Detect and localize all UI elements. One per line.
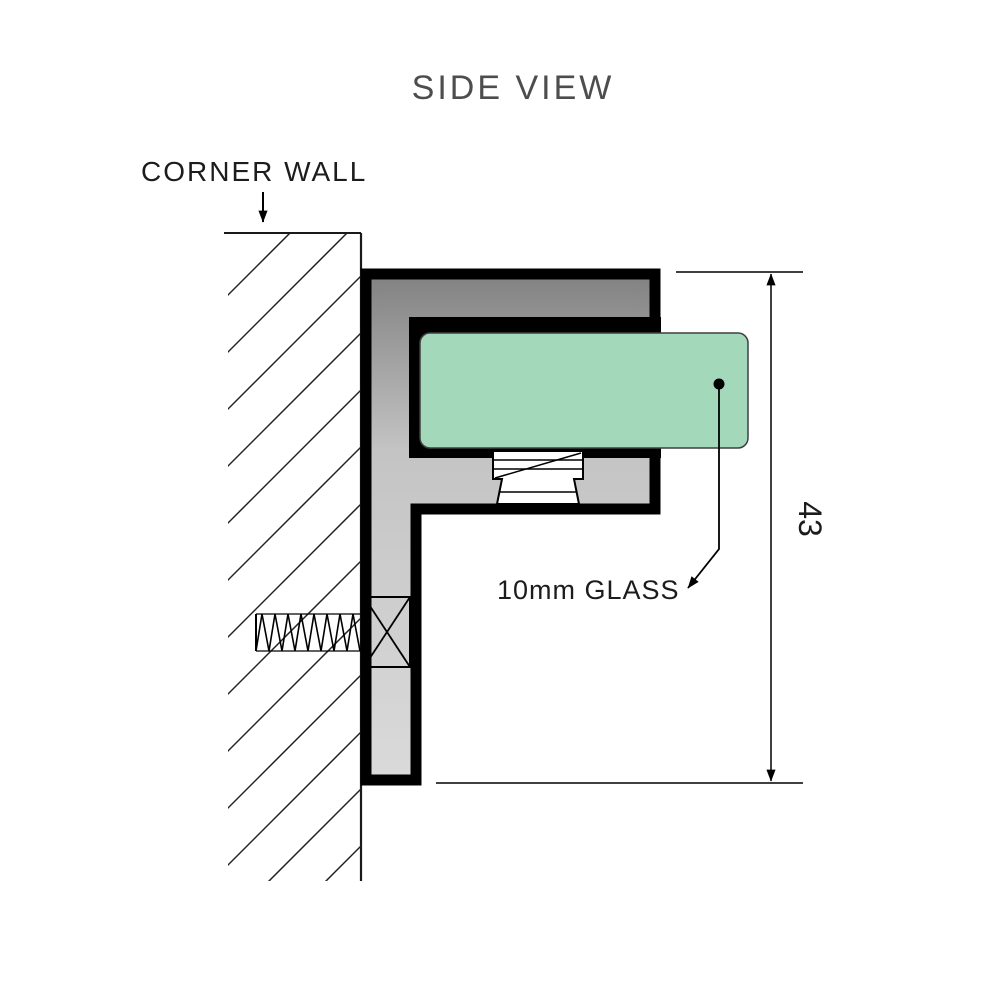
hatch-line bbox=[228, 674, 361, 810]
glass-label: 10mm GLASS bbox=[497, 575, 680, 605]
hatch-line bbox=[228, 617, 361, 753]
screw-thread-zigzag bbox=[255, 613, 361, 652]
dimension-value-label: 43 bbox=[792, 501, 828, 537]
grub-screw-body bbox=[492, 450, 584, 505]
hatch-line bbox=[228, 731, 361, 867]
wall-fixing-screw bbox=[255, 596, 411, 668]
height-dimension: 43 bbox=[436, 271, 828, 784]
screw-socket-cross bbox=[363, 596, 411, 668]
hatch-line bbox=[228, 332, 361, 468]
glass-callout: 10mm GLASS bbox=[497, 378, 725, 605]
hatch-line bbox=[228, 234, 291, 297]
hatch-line bbox=[228, 446, 361, 582]
grub-screw bbox=[492, 450, 584, 505]
hatch-line bbox=[228, 389, 361, 525]
glass-panel bbox=[419, 332, 749, 449]
glass-callout-leader bbox=[687, 389, 720, 589]
hatch-line bbox=[267, 788, 361, 881]
hatch-line bbox=[228, 275, 361, 411]
hatch-line bbox=[228, 560, 361, 696]
grub-screw-thread-line bbox=[494, 452, 582, 479]
screw-socket-outline bbox=[363, 596, 411, 668]
hatch-line bbox=[228, 503, 361, 639]
wall-hatching bbox=[228, 234, 361, 881]
hatch-line bbox=[228, 234, 348, 354]
page-title: SIDE VIEW bbox=[412, 69, 615, 107]
glass-callout-dot bbox=[713, 378, 725, 390]
corner-wall-label: CORNER WALL bbox=[141, 156, 367, 187]
hatch-line bbox=[324, 845, 361, 881]
